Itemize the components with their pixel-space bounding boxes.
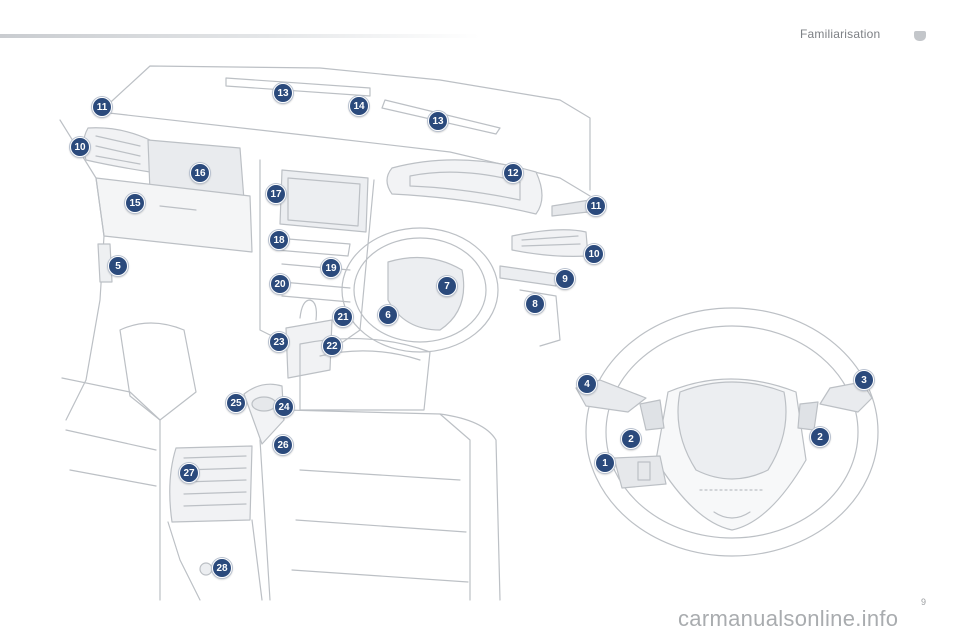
right-spoke-controls — [798, 402, 818, 430]
callout-marker: 13 — [428, 111, 448, 131]
callout-marker: 20 — [270, 274, 290, 294]
callout-marker: 11 — [586, 196, 606, 216]
callout-marker: 16 — [190, 163, 210, 183]
callout-marker: 17 — [266, 184, 286, 204]
watermark-text: carmanualsonline.info — [678, 606, 898, 632]
switch-panel — [500, 266, 556, 286]
callout-marker: 24 — [274, 397, 294, 417]
callout-marker: 8 — [525, 294, 545, 314]
callout-marker: 9 — [555, 269, 575, 289]
callout-marker: 7 — [437, 276, 457, 296]
right-side-vent — [512, 230, 588, 257]
callout-marker: 14 — [349, 96, 369, 116]
top-vent-left — [226, 78, 370, 96]
callout-marker: 26 — [273, 435, 293, 455]
callout-marker: 4 — [577, 374, 597, 394]
left-seat — [120, 323, 196, 420]
callout-marker: 18 — [269, 230, 289, 250]
callout-marker: 15 — [125, 193, 145, 213]
steering-hub — [678, 382, 786, 479]
callout-marker: 2 — [621, 429, 641, 449]
callout-marker: 21 — [333, 307, 353, 327]
callout-marker: 1 — [595, 453, 615, 473]
callout-marker: 3 — [854, 370, 874, 390]
left-side-vent — [83, 128, 150, 172]
callout-marker: 10 — [584, 244, 604, 264]
callout-marker: 22 — [322, 336, 342, 356]
page-number: 9 — [921, 597, 926, 607]
callout-marker: 28 — [212, 558, 232, 578]
callout-marker: 27 — [179, 463, 199, 483]
callout-marker: 2 — [810, 427, 830, 447]
callout-marker: 6 — [378, 305, 398, 325]
callout-marker: 11 — [92, 97, 112, 117]
callout-marker: 23 — [269, 332, 289, 352]
callout-marker: 12 — [503, 163, 523, 183]
callout-marker: 25 — [226, 393, 246, 413]
callout-marker: 5 — [108, 256, 128, 276]
speed-limiter-stalk — [614, 456, 666, 488]
callout-marker: 13 — [273, 83, 293, 103]
callout-marker: 10 — [70, 137, 90, 157]
callout-marker: 19 — [321, 258, 341, 278]
